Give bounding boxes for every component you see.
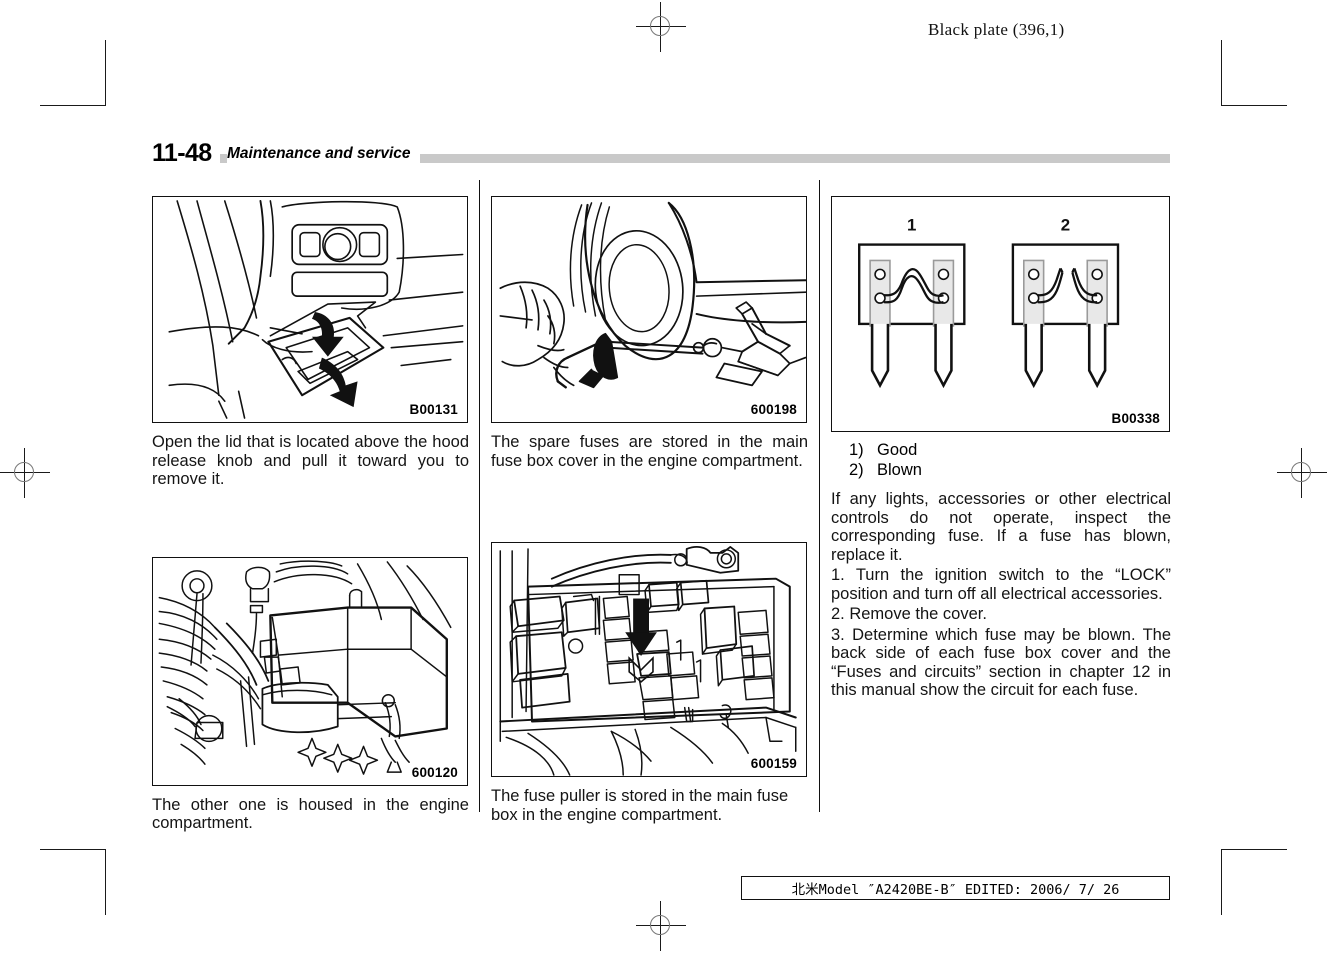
figure-id: 600120 xyxy=(411,764,458,780)
legend-label: Good xyxy=(877,441,918,459)
paragraph-step-1: 1. Turn the ignition switch to the “LOCK… xyxy=(831,566,1171,603)
content-columns: B00131 Open the lid that is located abov… xyxy=(152,180,1171,832)
figure-600198: 600198 xyxy=(491,196,807,423)
fuse-label-2: 2 xyxy=(1061,216,1070,235)
crop-mark-top-right-vertical xyxy=(1221,40,1222,106)
registration-mark-top xyxy=(636,2,686,52)
paragraph-inspect-fuse: If any lights, accessories or other elec… xyxy=(831,490,1171,564)
edition-stamp: 北米Model ″A2420BE-B″ EDITED: 2006/ 7/ 26 xyxy=(741,876,1170,900)
crop-mark-bottom-left-horizontal xyxy=(40,849,106,850)
figure-legend: 1) Good 2) Blown xyxy=(831,441,1171,479)
registration-mark-left xyxy=(0,448,50,498)
paragraph-step-2: 2. Remove the cover. xyxy=(831,605,987,623)
figure-id: B00131 xyxy=(409,402,458,417)
crop-mark-top-left-horizontal xyxy=(40,105,106,106)
figure-600120: 600120 xyxy=(152,556,468,786)
paragraph-other-one: The other one is housed in the engine co… xyxy=(152,795,469,833)
section-title: Maintenance and service xyxy=(227,140,420,168)
column-divider-1 xyxy=(479,180,480,812)
crop-mark-bottom-right-vertical xyxy=(1221,849,1222,915)
crop-mark-bottom-right-horizontal xyxy=(1221,849,1287,850)
registration-mark-bottom xyxy=(636,901,686,951)
figure-id: 600159 xyxy=(750,756,797,771)
figure-id: B00338 xyxy=(1111,411,1160,426)
fuse-label-1: 1 xyxy=(907,216,916,235)
legend-number: 1) xyxy=(849,441,864,459)
paragraph-fuse-puller: The fuse puller is stored in the main fu… xyxy=(491,787,789,824)
legend-label: Blown xyxy=(877,460,922,479)
column-2: 600198 The spare fuses are stored in the… xyxy=(491,196,808,824)
page-number: 11-48 xyxy=(152,138,220,168)
crop-mark-bottom-left-vertical xyxy=(105,849,106,915)
legend-item: 2) Blown xyxy=(831,461,1171,480)
black-plate-label: Black plate (396,1) xyxy=(928,20,1065,39)
paragraph-open-lid: Open the lid that is located above the h… xyxy=(152,433,469,488)
column-3: 1 2 xyxy=(831,196,1171,700)
figure-id: 600198 xyxy=(750,402,797,417)
crop-mark-top-right-horizontal xyxy=(1221,105,1287,106)
column-1: B00131 Open the lid that is located abov… xyxy=(152,196,469,833)
paragraph-step-3: 3. Determine which fuse may be blown. Th… xyxy=(831,625,1171,700)
registration-mark-right xyxy=(1277,448,1327,498)
figure-b00338: 1 2 xyxy=(831,196,1170,432)
legend-number: 2) xyxy=(849,460,864,479)
crop-mark-top-left-vertical xyxy=(105,40,106,106)
page-title: 11-48 Maintenance and service xyxy=(152,138,1170,168)
figure-b00131: B00131 xyxy=(152,196,468,423)
column-divider-2 xyxy=(819,180,820,812)
title-rule xyxy=(152,154,1170,163)
legend-item: 1) Good xyxy=(831,441,1171,460)
paragraph-spare-fuses: The spare fuses are stored in the main f… xyxy=(491,433,808,470)
figure-600159: 600159 xyxy=(491,542,807,777)
